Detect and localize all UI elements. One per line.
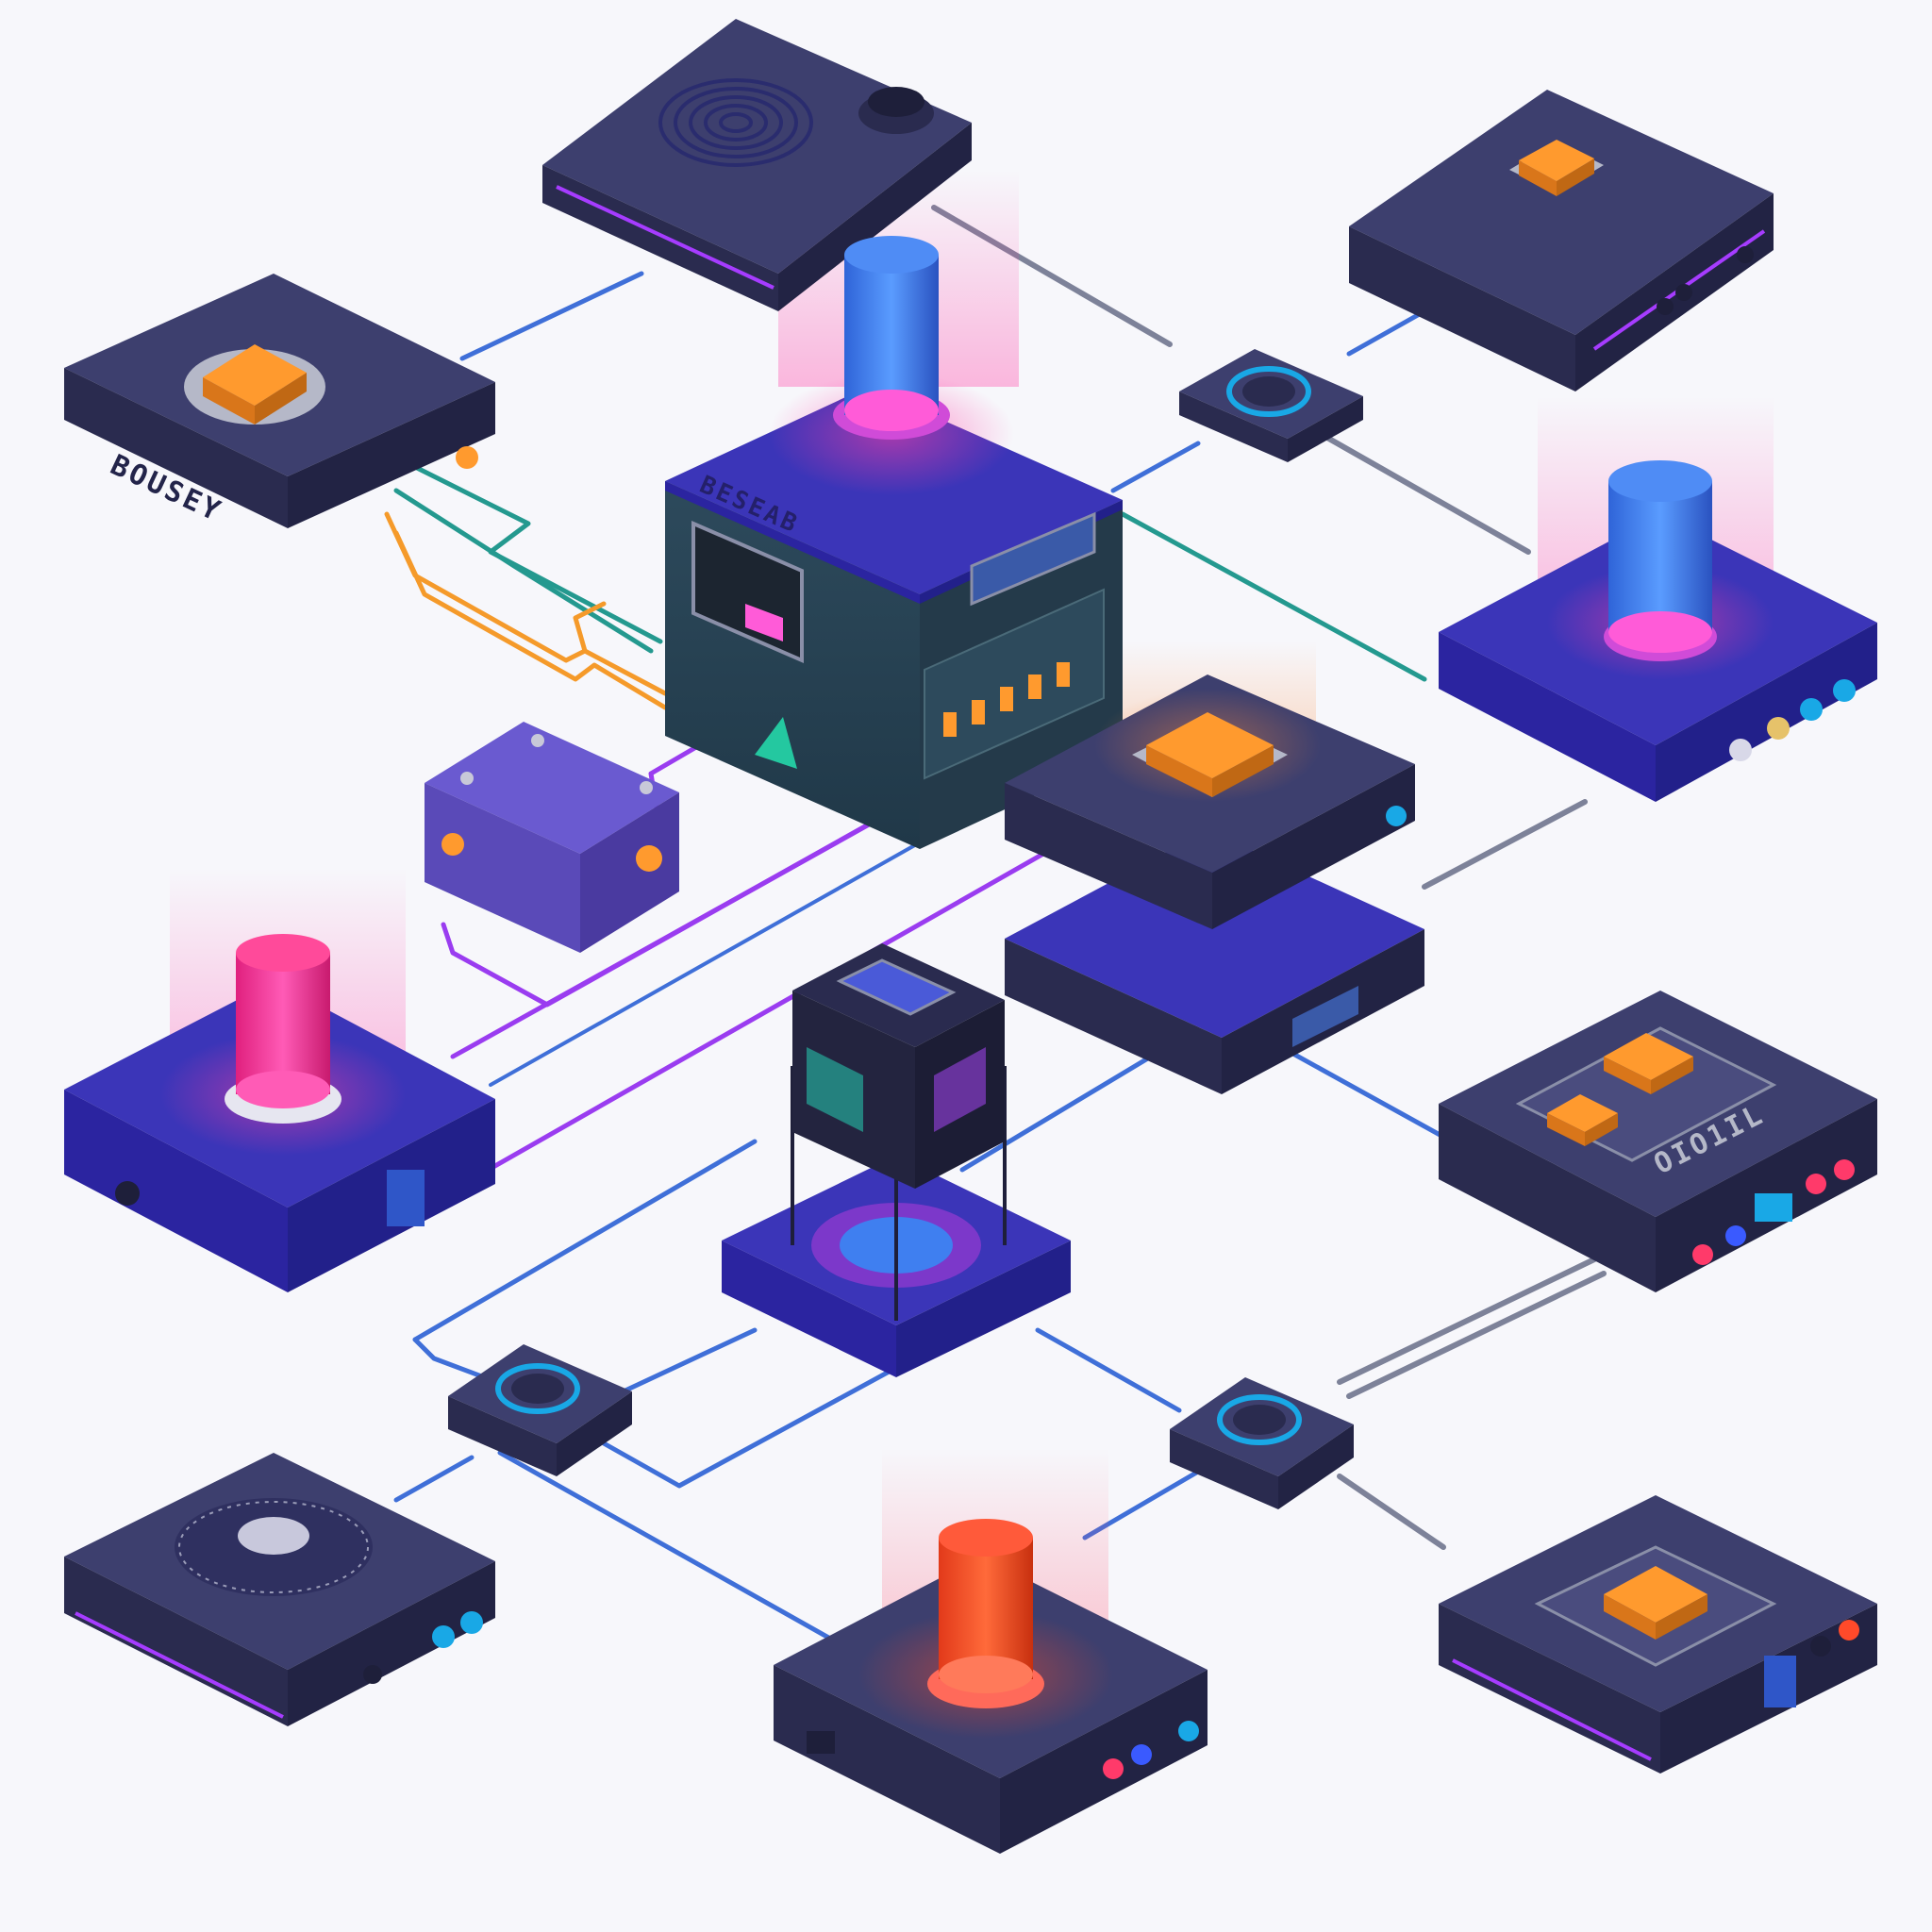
power-ring-icon: [1217, 1394, 1302, 1445]
device-right-beacon: [1439, 460, 1877, 802]
cable-blue-cl2: [412, 1139, 758, 1342]
cable-orange-2: [393, 530, 668, 710]
cable-blue-tl: [459, 271, 644, 361]
cable-blue-tr: [1346, 308, 1427, 357]
port-icon: [1675, 284, 1692, 301]
small-purple-box: [425, 722, 679, 953]
port-icon: [1833, 679, 1856, 702]
central-hub: BESEAB: [665, 236, 1123, 849]
orange-button: [1604, 1033, 1693, 1094]
cable-teal-2: [393, 488, 654, 654]
screw-icon: [531, 734, 544, 747]
port-icon: [115, 1181, 140, 1206]
device-bottom-right: [1439, 1495, 1877, 1774]
beacon-pink-icon: [225, 934, 341, 1124]
port-icon: [432, 1625, 455, 1648]
switch-bottom-right: [1170, 1377, 1354, 1509]
cable-grey-rb: [1337, 1474, 1446, 1550]
cable-grey-rr: [1337, 1257, 1597, 1385]
screw-icon: [640, 781, 653, 794]
cable-blue-bl: [393, 1455, 475, 1503]
port-icon: [1103, 1758, 1124, 1779]
cable-orange-1: [384, 511, 668, 696]
switch-icon: [972, 700, 985, 724]
port-icon: [1806, 1174, 1826, 1194]
port-icon: [1810, 1636, 1831, 1657]
orange-button: [1509, 140, 1604, 196]
warning-triangle-icon: [755, 717, 797, 769]
device-bottom-beacon: [774, 1519, 1208, 1854]
switch-icon: [1000, 687, 1013, 711]
switch-top: [1179, 349, 1363, 462]
switch-icon: [1057, 662, 1070, 687]
cable-orange-3: [573, 601, 607, 654]
beacon-red-icon: [927, 1519, 1044, 1708]
cable-grey-rm: [1422, 799, 1588, 890]
screen-right: [970, 511, 1096, 607]
knob-icon: [441, 833, 464, 856]
orange-button: [1604, 1566, 1707, 1640]
port-icon: [363, 1665, 382, 1684]
port-icon: [1767, 717, 1790, 740]
cable-teal-hr: [1120, 511, 1427, 682]
port-icon: [1386, 806, 1407, 826]
cable-blue-cl: [610, 1327, 758, 1399]
center-tower: [722, 943, 1071, 1377]
power-ring-icon: [1226, 366, 1311, 417]
control-panel: [924, 588, 1105, 780]
port-icon: [1657, 298, 1674, 315]
screen-icon: [836, 958, 957, 1016]
fan-icon: [175, 1498, 373, 1596]
screen-left: [691, 520, 804, 664]
cable-purple-lm: [469, 827, 1088, 1182]
cable-grey-sr: [1318, 431, 1531, 555]
orange-indicator-icon: [456, 446, 478, 469]
orange-button: [184, 344, 325, 425]
beacon-blue-icon: [833, 236, 950, 440]
fingerprint-icon: [658, 78, 813, 167]
knob-icon: [858, 87, 934, 134]
switch-icon: [943, 712, 957, 737]
cables: [384, 205, 1607, 1668]
switch-icon: [1028, 675, 1041, 699]
screw-icon: [460, 772, 474, 785]
cable-purple-bl2: [450, 780, 946, 1059]
cable-teal-1: [384, 450, 663, 644]
device-fingerprint-pad: [542, 19, 972, 311]
port-icon: [1839, 1620, 1859, 1641]
cable-blue-mc: [959, 1054, 1154, 1173]
beacon-blue-icon: [1604, 460, 1717, 661]
port-icon: [1692, 1244, 1713, 1265]
cable-blue-sh: [1110, 441, 1201, 493]
port-icon: [1737, 246, 1754, 263]
orange-button: [1547, 1094, 1618, 1146]
port-icon: [1178, 1721, 1199, 1741]
cable-grey-rr2: [1346, 1271, 1607, 1399]
port-icon: [1131, 1744, 1152, 1765]
device-top-left: BOUSEY: [64, 274, 495, 529]
middle-stack: [1005, 675, 1424, 1094]
port-icon: [460, 1611, 483, 1634]
knob-icon: [636, 845, 662, 872]
switch-bottom-left: [448, 1344, 632, 1476]
device-left-beacon: [64, 934, 495, 1292]
device-top-right: [1349, 90, 1774, 391]
orange-button: [1132, 712, 1288, 797]
power-ring-icon: [495, 1363, 580, 1414]
device-right-panel: OIO1IL: [1439, 991, 1877, 1292]
port-icon: [1725, 1225, 1746, 1246]
cable-blue-bc: [497, 1450, 880, 1668]
device-fan: [64, 1453, 495, 1726]
port-icon: [1800, 698, 1823, 721]
port-icon: [1834, 1159, 1855, 1180]
cable-blue-cr: [1035, 1327, 1182, 1413]
port-icon: [1729, 739, 1752, 761]
